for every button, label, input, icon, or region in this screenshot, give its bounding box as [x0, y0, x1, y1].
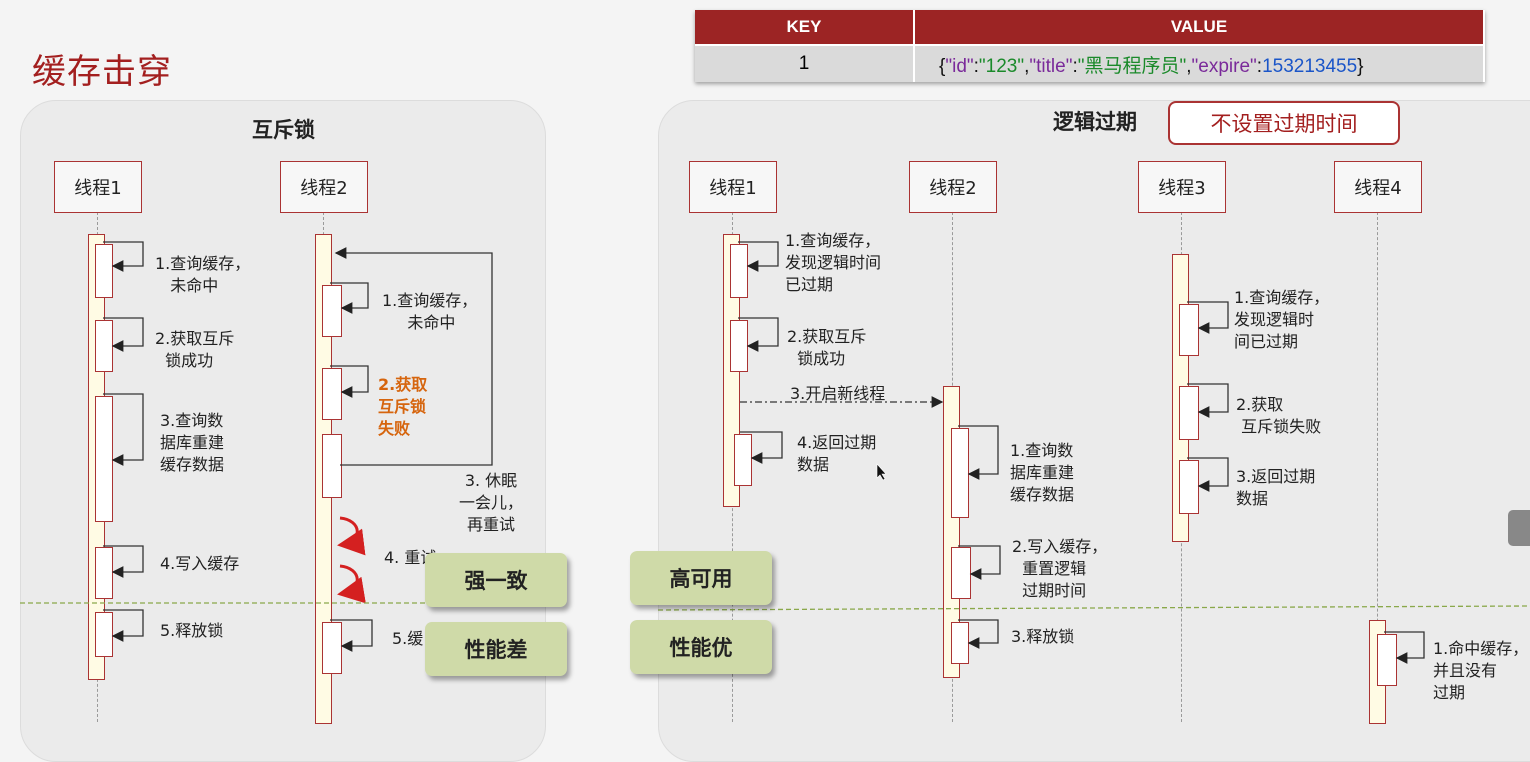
- lifeline-thread2: 线程2: [909, 161, 997, 213]
- step-label-failed: 2.获取 互斥锁 失败: [378, 375, 428, 438]
- side-panel-toggle-icon[interactable]: [1508, 510, 1530, 546]
- step-label: 2.获取互斥 锁成功: [787, 327, 867, 368]
- lifeline-dash: [1377, 212, 1378, 722]
- table-cell-value: {"id":"123","title":"黑马程序员","expire":153…: [914, 44, 1485, 82]
- lifeline-thread1: 线程1: [689, 161, 777, 213]
- json-token: 153213455: [1262, 55, 1358, 77]
- step-label: 1.查询数 据库重建 缓存数据: [1010, 441, 1075, 504]
- table-header-key: KEY: [695, 10, 915, 45]
- json-token: :: [1256, 55, 1263, 77]
- lifeline-thread3: 线程3: [1138, 161, 1226, 213]
- step-label: 1.命中缓存， 并且没有 过期: [1433, 639, 1529, 702]
- sub-activation: [322, 434, 342, 498]
- lifeline-thread4: 线程4: [1334, 161, 1422, 213]
- json-token: ,: [1024, 55, 1030, 77]
- step-label: 3.返回过期 数据: [1236, 467, 1316, 508]
- table-row: 1 {"id":"123","title":"黑马程序员","expire":1…: [695, 44, 1485, 82]
- step-label: 3.开启新线程: [790, 384, 886, 403]
- step-label: 1.查询缓存， 发现逻辑时间 已过期: [785, 231, 882, 294]
- table-header-value: VALUE: [914, 10, 1485, 45]
- lifeline-thread2: 线程2: [280, 161, 368, 213]
- table-cell-key: 1: [695, 44, 915, 82]
- step-label: 3.查询数 据库重建 缓存数据: [160, 411, 225, 474]
- step-label: 4.返回过期 数据: [797, 433, 877, 474]
- json-token: :: [1072, 55, 1078, 77]
- step-label: 3. 休眠 一会儿， 再重试: [459, 471, 524, 534]
- json-token: ,: [1186, 55, 1192, 77]
- mutex-panel-title: 互斥锁: [252, 118, 315, 142]
- step-label: 4.写入缓存: [160, 554, 240, 573]
- step-label: 2.获取 互斥锁失败: [1236, 395, 1322, 436]
- no-expire-tag: 不设置过期时间: [1168, 101, 1400, 145]
- logical-expire-panel-title: 逻辑过期: [1053, 110, 1137, 134]
- step-label: 1.查询缓存， 发现逻辑时 间已过期: [1234, 288, 1330, 351]
- json-token: "id": [945, 55, 974, 77]
- high-availability-badge: 高可用: [630, 551, 772, 605]
- connector-arrows: [20, 241, 1530, 664]
- good-performance-badge: 性能优: [630, 620, 772, 674]
- step-label: 5.释放锁: [160, 621, 224, 640]
- json-token: "黑马程序员": [1077, 55, 1187, 77]
- json-token: "expire": [1191, 55, 1257, 77]
- step-label: 1.查询缓存， 未命中: [155, 254, 251, 295]
- step-label: 2.写入缓存， 重置逻辑 过期时间: [1012, 537, 1108, 600]
- slide-title: 缓存击穿: [32, 52, 172, 92]
- json-token: "title": [1029, 55, 1073, 77]
- step-label: 3.释放锁: [1011, 627, 1075, 646]
- step-label: 1.查询缓存， 未命中: [382, 291, 478, 332]
- poor-performance-badge: 性能差: [425, 622, 567, 676]
- cache-kv-table: KEY VALUE 1 {"id":"123","title":"黑马程序员",…: [695, 10, 1485, 82]
- json-token: :: [973, 55, 979, 77]
- json-token: "123": [978, 55, 1025, 77]
- json-token: }: [1357, 55, 1364, 77]
- json-token: {: [939, 55, 946, 77]
- strong-consistency-badge: 强一致: [425, 553, 567, 607]
- lifeline-thread1: 线程1: [54, 161, 142, 213]
- step-label: 2.获取互斥 锁成功: [155, 329, 235, 370]
- step-label: 5.缓: [392, 629, 424, 648]
